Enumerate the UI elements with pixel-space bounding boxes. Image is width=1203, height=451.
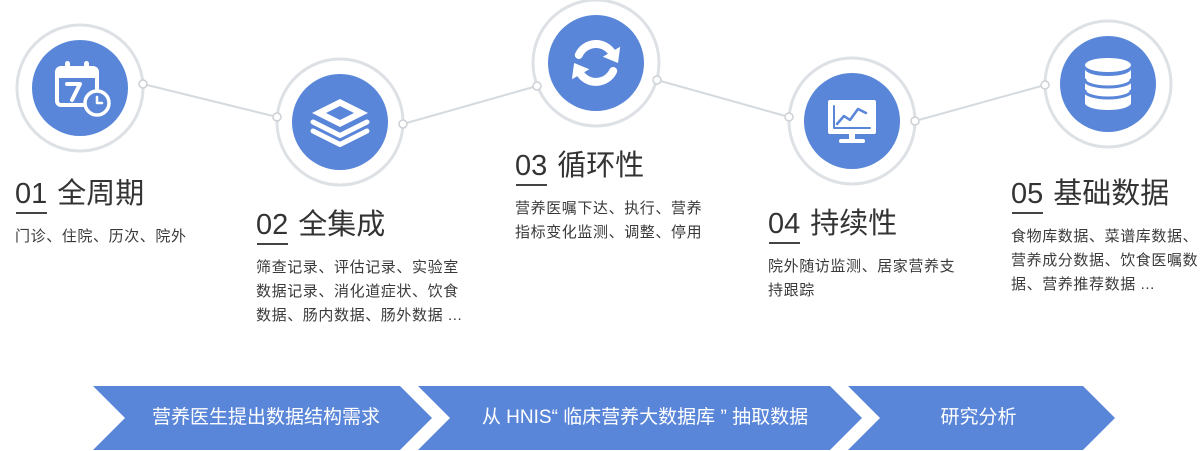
database-icon [1083, 58, 1133, 110]
step-circle-2 [275, 57, 405, 187]
step-circle-3 [531, 0, 661, 128]
layers-icon [310, 99, 370, 147]
step-description-line: 数据记录、消化道症状、饮食 [256, 283, 459, 300]
circle-disc [548, 15, 644, 111]
step-description-line: 指标变化监测、调整、停用 [515, 224, 703, 241]
step-description-line: 院外随访监测、居家营养支 [768, 258, 956, 275]
step-circle-5 [1043, 19, 1173, 149]
calendar-tab [84, 61, 89, 73]
connector-dot [138, 79, 148, 89]
step-description-line: 持跟踪 [768, 282, 815, 299]
step-description: 院外随访监测、居家营养支 持跟踪 [768, 255, 955, 303]
database-separator [1083, 78, 1133, 89]
connector-line [142, 83, 278, 118]
layer-bottom [310, 128, 370, 147]
connector-dot [784, 112, 794, 122]
clock-hands [95, 95, 104, 105]
connector-dot [532, 81, 542, 91]
step-title: 01 全周期 [15, 177, 187, 214]
step-description-line: 筛查记录、评估记录、实验室 [256, 259, 459, 276]
step-description-line: 门诊、住院、历次、院外 [15, 228, 187, 245]
refresh-arc-bottom [575, 67, 618, 86]
step-name: 全集成 [298, 209, 386, 241]
step-circle-4 [787, 56, 917, 186]
step-name: 持续性 [810, 208, 898, 240]
connector-dot [272, 112, 282, 122]
refresh-arrowhead-bottom [571, 63, 590, 80]
process-arrow-2 [418, 386, 862, 450]
connector-line [914, 84, 1046, 122]
process-step-label: 从 HNIS“ 临床营养大数据库 ” 抽取数据 [481, 407, 809, 428]
process-arrow-1 [93, 386, 432, 450]
step-description-line: 食物库数据、菜谱库数据、 [1011, 228, 1199, 245]
refresh-arc-top [574, 40, 617, 59]
step-circle-1 [15, 23, 145, 153]
connector-dot [910, 116, 920, 126]
step-1: 01 全周期 门诊、住院、历次、院外 [15, 177, 187, 249]
chart-axes [833, 105, 871, 129]
step-title: 03 循环性 [515, 149, 702, 186]
process-step-label: 营养医生提出数据结构需求 [151, 407, 380, 428]
step-number: 02 [256, 209, 289, 245]
database-separator [1083, 89, 1133, 100]
step-number: 05 [1011, 178, 1044, 214]
connector-line [656, 79, 790, 118]
step-number: 03 [515, 150, 548, 186]
refresh-arrowhead-top [602, 46, 621, 63]
step-name: 全周期 [57, 178, 145, 210]
step-description: 筛查记录、评估记录、实验室 数据记录、消化道症状、饮食 数据、肠内数据、肠外数据… [256, 256, 462, 328]
step-title: 05 基础数据 [1011, 177, 1198, 214]
connector-lines [142, 79, 1046, 125]
step-description-line: 数据、肠内数据、肠外数据 ... [256, 307, 463, 324]
connector-dot [1040, 80, 1050, 90]
step-number: 01 [15, 178, 48, 214]
step-number: 04 [768, 208, 801, 244]
refresh-icon [571, 40, 621, 86]
process-arrow-3 [848, 386, 1115, 450]
step-5: 05 基础数据 食物库数据、菜谱库数据、 营养成分数据、饮食医嘱数 据、营养推荐数… [1011, 177, 1198, 297]
step-description: 食物库数据、菜谱库数据、 营养成分数据、饮食医嘱数 据、营养推荐数据 ... [1011, 225, 1198, 297]
step-description: 门诊、住院、历次、院外 [15, 225, 187, 249]
process-arrows [93, 386, 1115, 450]
calendar-tab [65, 61, 70, 73]
layer-top-hollow [326, 106, 354, 120]
layer-middle [310, 119, 370, 138]
connector-dots [138, 75, 1050, 129]
step-2: 02 全集成 筛查记录、评估记录、实验室 数据记录、消化道症状、饮食 数据、肠内数… [256, 208, 462, 328]
step-name: 循环性 [557, 150, 645, 182]
step-3: 03 循环性 营养医嘱下达、执行、营养 指标变化监测、调整、停用 [515, 149, 702, 245]
calendar-header [57, 68, 97, 78]
step-title: 02 全集成 [256, 208, 462, 245]
step-4: 04 持续性 院外随访监测、居家营养支 持跟踪 [768, 207, 955, 303]
monitor-base [839, 139, 865, 143]
step-description: 营养医嘱下达、执行、营养 指标变化监测、调整、停用 [515, 197, 702, 245]
connector-line [402, 85, 538, 125]
step-description-line: 据、营养推荐数据 ... [1011, 276, 1155, 293]
monitor-chart-icon [828, 100, 876, 143]
connector-dot [652, 75, 662, 85]
connector-dot [398, 119, 408, 129]
step-name: 基础数据 [1053, 178, 1170, 210]
calendar-day-glyph [65, 82, 82, 102]
step-description-line: 营养成分数据、饮食医嘱数 [1011, 252, 1199, 269]
process-step-label: 研究分析 [940, 407, 1017, 428]
step-description-line: 营养医嘱下达、执行、营养 [515, 200, 703, 217]
step-title: 04 持续性 [768, 207, 955, 244]
database-cap [1085, 58, 1131, 72]
monitor-stand [849, 133, 855, 140]
chart-line [835, 107, 868, 126]
database-body [1085, 69, 1131, 110]
calendar-clock-icon [55, 61, 111, 117]
